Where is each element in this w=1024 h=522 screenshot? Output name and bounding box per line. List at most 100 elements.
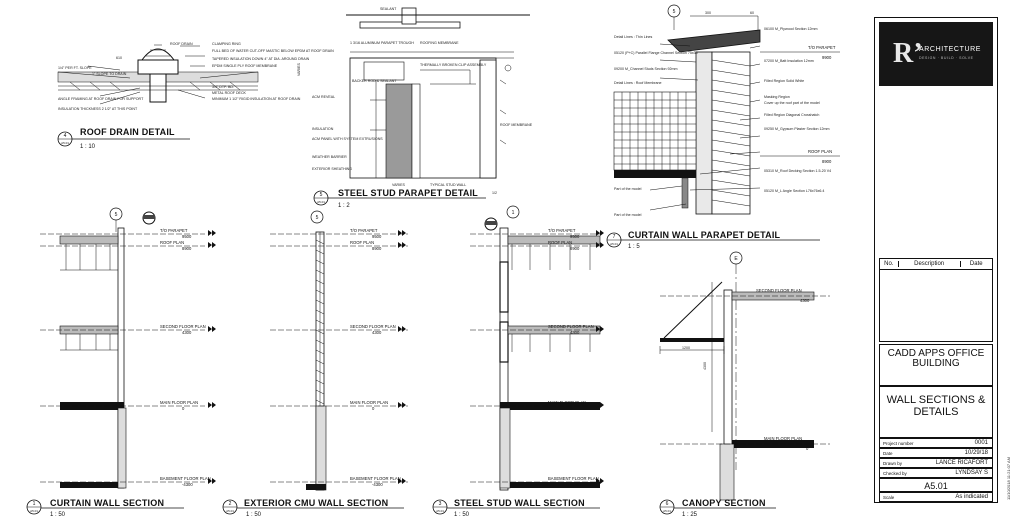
detail-number: 1 [33,501,36,507]
parapet-note: ROOFING MEMBRANE [420,41,459,45]
level-name: ROOF PLAN [808,149,832,154]
roof-drain-note: 1/4" PER FT. SLOPE [58,66,92,70]
detail-scale: 1 : 5 [628,244,640,250]
level-marker-icon [596,402,604,408]
level-name: T/O PARAPET [350,228,378,233]
detail-number: 6 [666,501,669,507]
level-value: 9500 [372,234,382,239]
level-name: MAIN FLOOR PLAN [764,436,802,441]
level-name: BASEMENT FLOOR PLAN [548,476,599,481]
field-project-number: Project number 0001 [879,438,993,448]
level-name: ROOF PLAN [548,240,572,245]
cw-dim: 60 [750,11,754,15]
detail-scale: 1 : 50 [454,512,470,518]
cw-note: Detail Lines : Roof Membrane [614,81,662,85]
level-name: MAIN FLOOR PLAN [350,400,388,405]
level-value: 4300 [372,330,382,335]
level-marker-icon [398,478,406,484]
level-marker-icon [398,242,406,248]
level-marker-icon [208,242,216,248]
detail-title: EXTERIOR CMU WALL SECTION [244,498,388,508]
roof-drain-note: 3/4" DTP. BD. [212,85,234,89]
parapet-note: ROOF MEMBRANE [500,123,533,127]
cw-note: Masking Region [764,95,790,99]
level-marker-icon [398,326,406,332]
parapet-note: VARIES [392,183,406,187]
detail-scale: 1 : 50 [246,512,262,518]
parapet-note: INSULATION [312,127,334,131]
level-marker-icon [596,230,604,236]
cw-note: 06100 M_Plywood Section 12mm [764,27,818,31]
roof-drain-note: CLAMPING RING [212,42,241,46]
cw-note: Part of the model [614,213,642,217]
parapet-note: BACKER ROD & SEALANT [352,79,397,83]
detail-title: STEEL STUD PARAPET DETAIL [338,188,478,198]
level-marker-icon [596,326,604,332]
canopy-section: E 1200 4300 SECOND FLOOR PLAN 4300 MAIN … [659,251,830,501]
level-value: 9900 [822,55,832,60]
level-name: ROOF PLAN [350,240,374,245]
section-callout: 1 [512,210,515,216]
parapet-note: VARIES [297,62,301,76]
field-drawn-by: Drawn by LANCE RICAFORT [879,458,993,468]
detail-scale: 1 : 50 [50,512,66,518]
section-callout: 5 [115,212,118,218]
roof-drain-note: ROOF DRAIN [170,42,193,46]
rev-col-no: No. [880,261,899,267]
detail-title: CURTAIN WALL PARAPET DETAIL [628,230,781,240]
logo-name: ARCHITECTURE [919,46,982,53]
level-value: -4300 [372,482,383,487]
section-title-canopy: 6 A5.01 CANOPY SECTION 1 : 25 [659,498,776,518]
rev-col-date: Date [969,261,983,267]
level-name: T/O PARAPET [548,228,576,233]
detail-number: 5 [320,192,323,198]
level-name: BASEMENT FLOOR PLAN [350,476,401,481]
level-value: 8900 [570,246,580,251]
parapet-note: EXTERIOR SHEATHING [312,167,352,171]
logo-mark-icon: R’ [893,38,923,69]
level-value: 4300 [570,330,580,335]
detail-sheet-ref: A5.01 [30,509,38,513]
cw-note: 05310 M_Roof Decking Section 1.5-20 V4 [764,169,831,173]
level-marker-icon [596,478,604,484]
level-marker-icon [208,230,216,236]
level-marker-icon [208,326,216,332]
level-value: 0 [570,406,573,411]
detail-number: 4 [64,133,67,139]
cw-note: Filled Region Diagonal Crosshatch [764,113,819,117]
detail-title: CURTAIN WALL SECTION [50,498,164,508]
parapet-note: 1/2 [492,191,497,195]
parapet-note: THERMALLY BROKEN CLIP ASSEMBLY [420,63,487,67]
sheet-number: A5.01 [879,478,993,492]
detail-sheet-ref: A5.01 [61,141,69,145]
field-scale: Scale As indicated [879,492,993,502]
section-title-stud: 3 A5.01 STEEL STUD WALL SECTION 1 : 50 [432,498,600,518]
parapet-note: SEALANT [380,7,397,11]
level-name: SECOND FLOOR PLAN [548,324,594,329]
plot-timestamp: 11/10/2018 11:21:07 AM [1006,457,1011,500]
level-value: 9500 [182,234,192,239]
detail-sheet-ref: A5.01 [226,509,234,513]
level-value: 0 [182,406,185,411]
level-value: 0 [806,446,809,451]
firm-logo: R’ ARCHITECTURE DESIGN · BUILD · SOLVE [879,22,993,86]
roof-drain-detail: 610 ROOF DRAIN CLAMPING RING FULL BED OF… [57,42,334,150]
level-name: ROOF PLAN [160,240,184,245]
level-marker-icon [208,402,216,408]
roof-drain-note: MINIMUM 1 1/2" RIGID INSULATION AT ROOF … [212,97,301,101]
cw-note: Part of the model [614,187,642,191]
logo-tagline: DESIGN · BUILD · SOLVE [919,56,974,60]
cw-note: Cover up the roof part of the model [764,101,820,105]
project-name: CADD APPS OFFICE BUILDING [879,344,993,386]
level-name: T/O PARAPET [808,45,836,50]
level-name: SECOND FLOOR PLAN [756,288,802,293]
detail-sheet-ref: A5.01 [317,200,325,204]
level-value: 0 [372,406,375,411]
steel-stud-parapet-detail: SEALANT 1 3/16 ALUMINUM PARAPET TROUGH R… [297,7,533,209]
curtain-wall-parapet-detail: 5 300 60 Detail Lines : Thin Lines 05120… [606,4,840,250]
roof-drain-note: FULL BED OF WATER CUT-OFF MASTIC BELOW E… [212,49,334,53]
level-value: -4300 [570,482,581,487]
level-value: 4300 [800,298,810,303]
section-callout: 5 [316,215,319,221]
